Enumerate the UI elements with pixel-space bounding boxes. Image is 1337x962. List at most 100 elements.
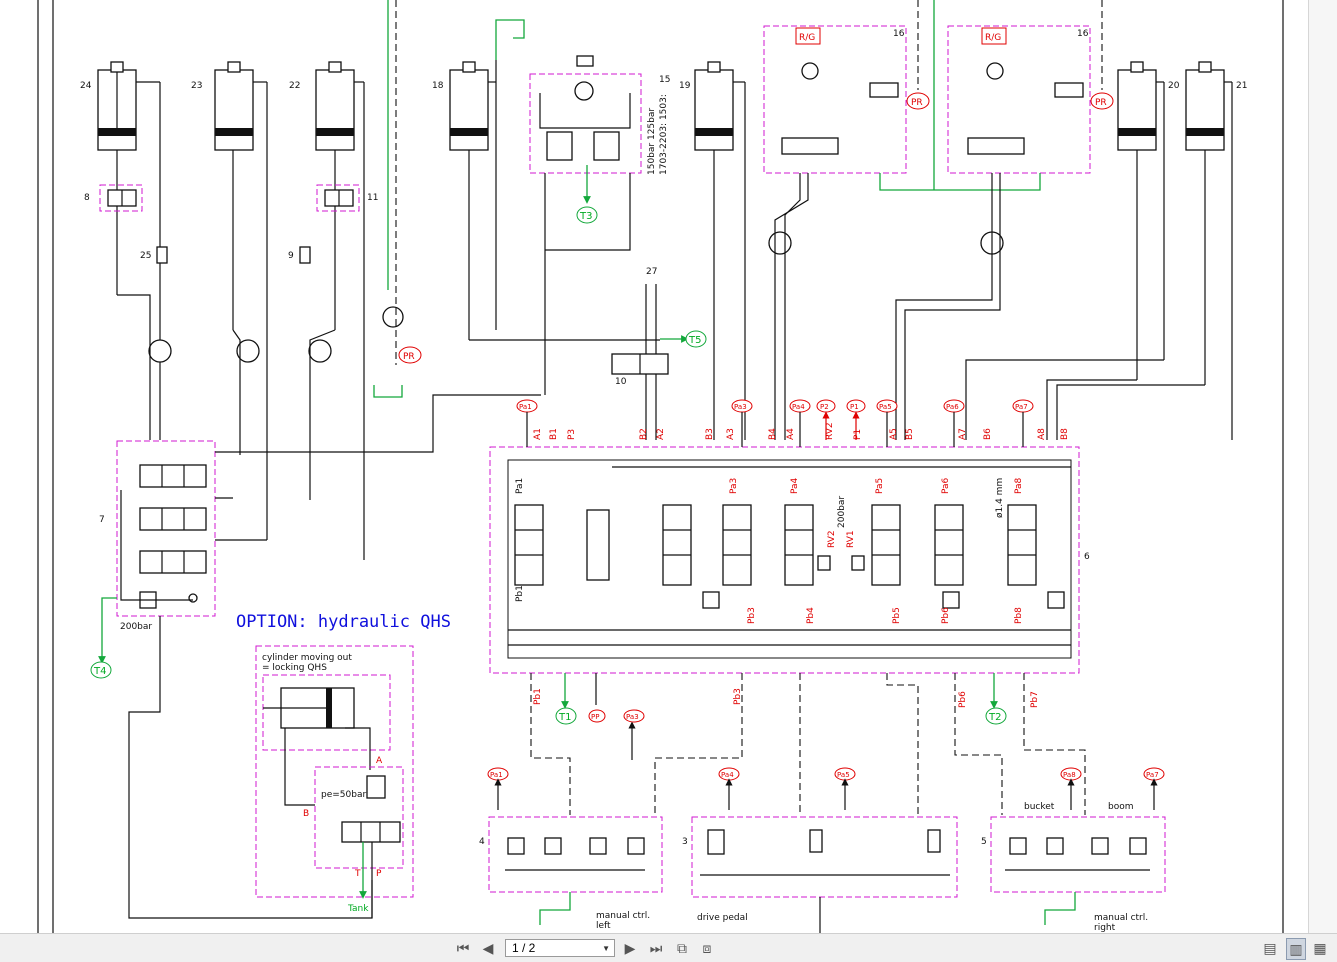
component-number-label: 25 xyxy=(140,251,151,261)
pilot-label: Pb8 xyxy=(1014,607,1024,624)
pilot-tag: Pa6 xyxy=(946,403,959,411)
top-pilot-tags: Pa1 Pa3 Pa4 P2 P1 Pa5 Pa6 Pa7 xyxy=(516,399,1034,447)
cylinder-19 xyxy=(694,61,746,440)
drive-pedal-label: drive pedal xyxy=(697,913,748,923)
cylinder-24 xyxy=(97,61,161,440)
page-number-select[interactable]: 1 / 2 ▼ xyxy=(505,939,615,957)
vertical-scrollbar[interactable] xyxy=(1308,0,1337,933)
valve6-pressure: 200bar xyxy=(837,496,847,528)
pilot-tag: Pa7 xyxy=(1015,403,1028,411)
port-label: RV2 xyxy=(825,422,835,440)
cylinder-20 xyxy=(1117,61,1165,380)
component-number-label: 7 xyxy=(99,515,105,525)
cylinder-18 xyxy=(449,60,497,340)
qhs-port-p: P xyxy=(376,869,382,879)
qhs-port-a: A xyxy=(376,756,383,766)
tank-t1: T1 xyxy=(558,712,571,723)
pilot-tag: P1 xyxy=(850,403,859,411)
cylinder-number-label: 21 xyxy=(1236,81,1247,91)
cylinder-23 xyxy=(214,61,268,540)
remote-tag: Pa7 xyxy=(1146,771,1159,779)
valve7-pressure: 200bar xyxy=(120,622,152,632)
continuous-view-icon[interactable]: ▥ xyxy=(1286,938,1306,960)
component-number-label: 27 xyxy=(646,267,657,277)
component-number-label: 16 xyxy=(893,29,905,39)
pilot-pr-1: PR xyxy=(403,352,415,362)
single-page-view-icon[interactable]: ▤ xyxy=(1263,939,1277,956)
port-pp: PP xyxy=(591,713,599,721)
manual-left-label-2: left xyxy=(596,921,611,931)
component-number-label: 9 xyxy=(288,251,294,261)
port-label: B2 xyxy=(639,428,649,440)
spool-sections xyxy=(514,504,1065,609)
port-label: A4 xyxy=(786,428,796,440)
valve15-series: 1703-2203: 1503: xyxy=(659,94,669,175)
component-number-label: 3 xyxy=(682,837,688,847)
pilot-label: Pb1 xyxy=(515,585,525,602)
page-layout-icon[interactable]: ⧈ xyxy=(702,939,712,956)
manual-right-label-2: right xyxy=(1094,923,1116,933)
qhs-port-b: B xyxy=(303,809,309,819)
pilot-label: Pa4 xyxy=(790,477,800,494)
component-number-label: 11 xyxy=(367,193,378,203)
manual-right-label-1: manual ctrl. xyxy=(1094,913,1148,923)
cylinder-22 xyxy=(315,61,365,560)
component-number-label: 8 xyxy=(84,193,90,203)
port-label: A2 xyxy=(656,428,666,440)
pilot-label: Pa6 xyxy=(941,477,951,494)
pilot-label: Pb6 xyxy=(941,607,951,624)
qhs-tank: Tank xyxy=(347,904,369,914)
bottom-pilot-label: Pb1 xyxy=(533,688,543,705)
cylinder-number-label: 20 xyxy=(1168,81,1180,91)
pilot-label: Pa1 xyxy=(515,478,525,494)
hydraulic-schematic: 24 23 22 18 19 20 21 8 11 25 9 7 200bar … xyxy=(37,0,1284,933)
tank-t5: T5 xyxy=(688,335,701,346)
port-label: B5 xyxy=(905,428,915,440)
cylinder-number-label: 18 xyxy=(432,81,444,91)
port-label: B8 xyxy=(1060,428,1070,440)
qhs-caption-1: cylinder moving out xyxy=(262,653,352,663)
relief-label: RV1 xyxy=(846,530,856,548)
first-page-icon[interactable]: ⏮ xyxy=(456,939,470,956)
pilot-label: Pa8 xyxy=(1014,477,1024,494)
pilot-label: Pa3 xyxy=(729,478,739,494)
cylinder-number-label: 19 xyxy=(679,81,691,91)
tank-t4: T4 xyxy=(93,666,106,677)
cylinder-number-label: 23 xyxy=(191,81,202,91)
port-label: B6 xyxy=(983,428,993,440)
pilot-label: Pa5 xyxy=(875,478,885,494)
port-label: A8 xyxy=(1037,428,1047,440)
cylinder-21 xyxy=(1185,61,1233,400)
component-number-label: 6 xyxy=(1084,552,1090,562)
next-page-icon[interactable]: ▶ xyxy=(624,939,636,956)
pilot-pr-2: PR xyxy=(911,98,923,108)
rotate-view-icon[interactable]: ⧉ xyxy=(677,939,687,956)
pilot-label: Pb4 xyxy=(806,607,816,624)
port-label: A5 xyxy=(889,428,899,440)
remote-pilot-tags: Pa1 Pa4 Pa5 Pa8 Pa7 xyxy=(487,767,1165,810)
last-page-icon[interactable]: ⏭ xyxy=(649,939,663,956)
tank-t2: T2 xyxy=(988,712,1001,723)
component-number-label: 16 xyxy=(1077,29,1089,39)
pilot-tag: Pa5 xyxy=(879,403,892,411)
qhs-caption-2: = locking QHS xyxy=(262,663,327,673)
prev-page-icon[interactable]: ◀ xyxy=(482,939,494,956)
pilot-tag: Pa3 xyxy=(734,403,747,411)
relief-label: RV2 xyxy=(827,530,837,548)
rg-label-1: R/G xyxy=(799,33,815,43)
pilot-label: Pb5 xyxy=(892,607,902,624)
bucket-label: bucket xyxy=(1024,802,1055,812)
component-number-label: 4 xyxy=(479,837,485,847)
remote-tag: Pa5 xyxy=(837,771,850,779)
remote-tag: Pa8 xyxy=(1063,771,1076,779)
restrictor-note: ø1.4 mm xyxy=(995,478,1005,518)
port-label: A7 xyxy=(958,428,968,440)
bottom-pilot-label: Pb3 xyxy=(733,688,743,705)
pilot-tag: Pa4 xyxy=(792,403,805,411)
facing-view-icon[interactable]: ▦ xyxy=(1313,939,1327,956)
port-label: P3 xyxy=(567,429,577,440)
port-label: B1 xyxy=(549,428,559,440)
bottom-pilot-label: Pb6 xyxy=(958,691,968,708)
port-label: P1 xyxy=(853,429,863,440)
boom-label: boom xyxy=(1108,802,1134,812)
